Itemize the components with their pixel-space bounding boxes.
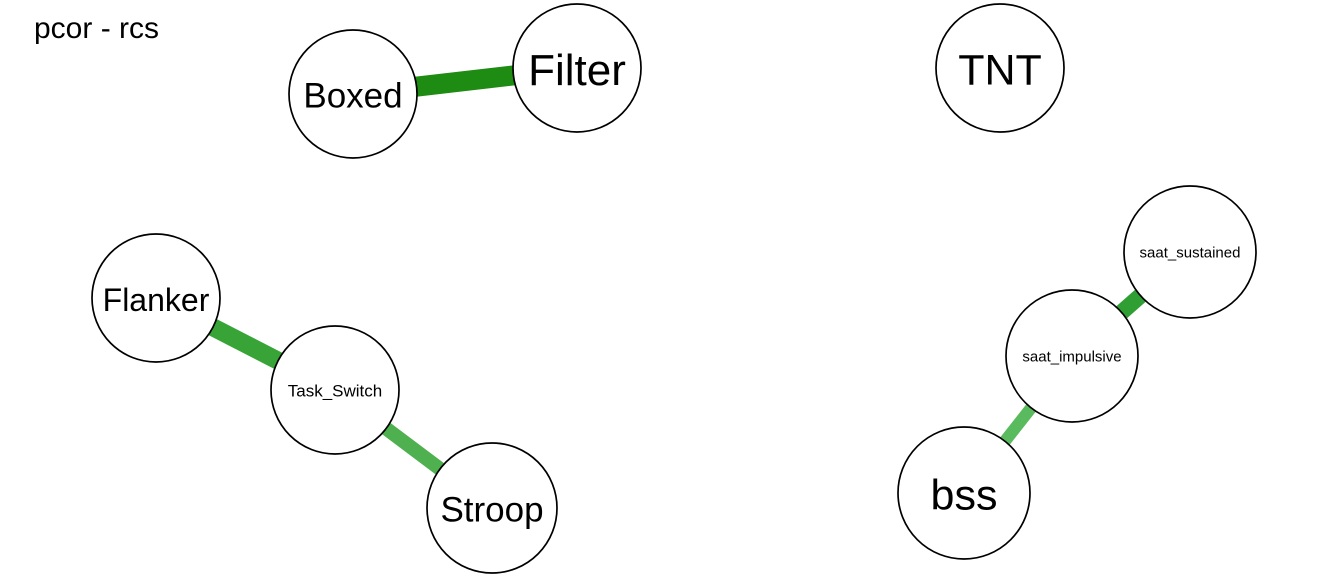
node-label-tnt: TNT xyxy=(958,47,1042,95)
node-saat_impulsive: saat_impulsive xyxy=(1005,289,1139,423)
node-label-boxed: Boxed xyxy=(303,77,402,116)
node-label-filter: Filter xyxy=(528,46,626,95)
node-label-saat_impulsive: saat_impulsive xyxy=(1022,348,1121,365)
node-label-bss: bss xyxy=(931,472,998,520)
node-bss: bss xyxy=(897,426,1031,560)
node-boxed: Boxed xyxy=(288,29,418,159)
node-circle-tnt xyxy=(935,3,1065,133)
node-label-saat_sustained: saat_sustained xyxy=(1140,244,1241,261)
node-circle-filter xyxy=(512,3,642,133)
node-circle-task_switch xyxy=(270,325,400,455)
node-circle-boxed xyxy=(288,29,418,159)
plot-title: pcor - rcs xyxy=(34,12,160,45)
node-task_switch: Task_Switch xyxy=(270,325,400,455)
node-circle-saat_sustained xyxy=(1123,185,1257,319)
node-tnt: TNT xyxy=(935,3,1065,133)
node-label-stroop: Stroop xyxy=(440,491,543,530)
node-circle-stroop xyxy=(426,442,558,574)
node-circle-flanker xyxy=(91,233,221,363)
node-circle-bss xyxy=(897,426,1031,560)
node-saat_sustained: saat_sustained xyxy=(1123,185,1257,319)
node-circle-saat_impulsive xyxy=(1005,289,1139,423)
node-stroop: Stroop xyxy=(426,442,558,574)
node-flanker: Flanker xyxy=(91,233,221,363)
node-filter: Filter xyxy=(512,3,642,133)
node-label-flanker: Flanker xyxy=(103,282,210,318)
node-label-task_switch: Task_Switch xyxy=(288,382,382,401)
